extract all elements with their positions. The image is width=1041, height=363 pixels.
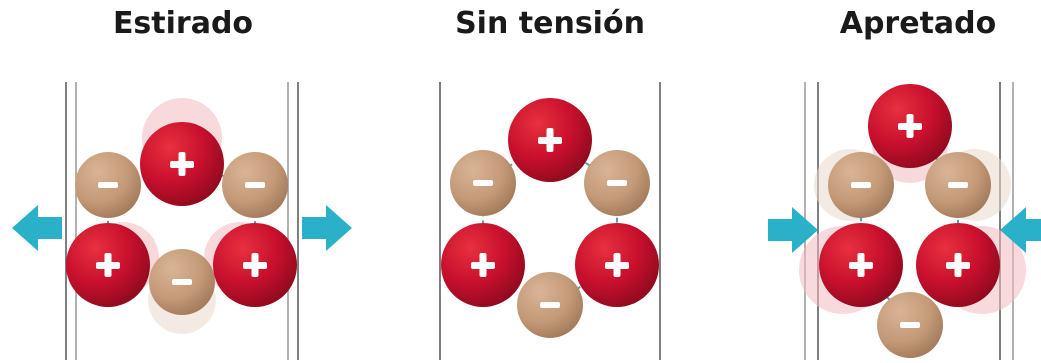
plus-sign: [251, 253, 259, 277]
panel-title-neutral: Sin tensión: [455, 6, 645, 41]
plus-sign: [178, 152, 186, 176]
plus-sign: [546, 128, 554, 152]
plus-sign: [104, 253, 112, 277]
minus-sign: [900, 322, 920, 328]
arrow-left-inward: [768, 207, 818, 253]
arrow-left-outward: [12, 205, 62, 251]
minus-sign: [473, 180, 493, 186]
panel-neutral: [439, 82, 661, 360]
plates-neutral: [439, 82, 661, 360]
minus-sign: [245, 182, 265, 188]
charge-signs-compressed: [849, 114, 970, 328]
charge-signs-neutral: [471, 128, 629, 308]
arrow-right-inward: [1000, 207, 1041, 253]
minus-sign: [607, 180, 627, 186]
panel-title-compressed: Apretado: [839, 6, 997, 41]
arrows-outward: [12, 205, 352, 251]
plus-sign: [479, 253, 487, 277]
minus-sign: [948, 182, 968, 188]
plus-sign: [954, 253, 962, 277]
minus-sign: [540, 302, 560, 308]
panel-compressed: [768, 82, 1041, 360]
arrows-inward: [768, 207, 1041, 253]
minus-sign: [98, 182, 118, 188]
panel-stretched: [12, 82, 352, 360]
minus-sign: [172, 279, 192, 285]
plates-stretched: [65, 82, 299, 360]
arrow-right-outward: [302, 205, 352, 251]
charge-signs-stretched: [96, 152, 267, 285]
plus-sign: [613, 253, 621, 277]
panel-title-stretched: Estirado: [112, 6, 254, 41]
plus-sign: [857, 253, 865, 277]
minus-sign: [851, 182, 871, 188]
plus-sign: [906, 114, 914, 138]
